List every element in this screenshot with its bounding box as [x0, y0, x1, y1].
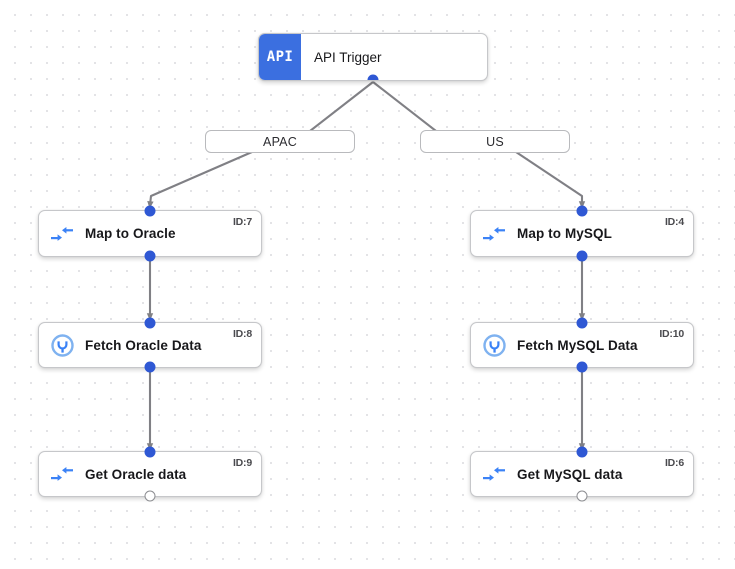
map-arrows-icon	[39, 226, 85, 242]
node-id-badge: ID:9	[232, 457, 252, 469]
node-id-badge: ID:7	[232, 216, 252, 228]
node-api-trigger[interactable]: API API Trigger	[258, 33, 488, 81]
plug-connector-icon	[39, 333, 85, 357]
node-label: Fetch MySQL Data	[517, 337, 638, 353]
node-label: API Trigger	[314, 49, 382, 65]
node-label: Map to MySQL	[517, 226, 612, 241]
output-port[interactable]	[576, 250, 588, 262]
node-map-to-mysql[interactable]: Map to MySQL ID:4	[470, 205, 694, 262]
map-arrows-icon	[471, 466, 517, 482]
branch-label-text: APAC	[263, 134, 297, 149]
branch-label-apac[interactable]: APAC	[205, 130, 355, 153]
output-port[interactable]	[576, 361, 588, 373]
node-id-badge: ID:10	[659, 328, 684, 340]
node-label: Get Oracle data	[85, 466, 187, 482]
branch-label-text: US	[486, 134, 504, 149]
node-label: Fetch Oracle Data	[85, 337, 202, 353]
plug-connector-icon	[471, 333, 517, 357]
node-map-to-oracle[interactable]: Map to Oracle ID:7	[38, 205, 262, 262]
node-label: Get MySQL data	[517, 466, 623, 482]
output-port[interactable]	[576, 490, 588, 502]
api-badge-text: API	[266, 49, 294, 65]
input-port[interactable]	[144, 317, 156, 329]
edge-trigger-apac	[309, 81, 374, 132]
node-id-badge: ID:6	[664, 457, 684, 469]
node-fetch-oracle-data[interactable]: Fetch Oracle Data ID:8	[38, 317, 262, 373]
node-label: Map to Oracle	[85, 226, 176, 241]
output-port[interactable]	[144, 490, 156, 502]
input-port[interactable]	[576, 205, 588, 217]
input-port[interactable]	[576, 446, 588, 458]
node-id-badge: ID:4	[664, 216, 684, 228]
edge-us-map-mysql	[515, 151, 586, 209]
edge-trigger-us	[372, 81, 437, 132]
output-port[interactable]	[144, 361, 156, 373]
edge-apac-map-oracle	[147, 151, 253, 209]
map-arrows-icon	[471, 226, 517, 242]
branch-label-us[interactable]: US	[420, 130, 570, 153]
node-get-mysql-data[interactable]: Get MySQL data ID:6	[470, 446, 694, 502]
node-get-oracle-data[interactable]: Get Oracle data ID:9	[38, 446, 262, 502]
output-port[interactable]	[367, 74, 379, 80]
api-badge-icon: API	[259, 34, 301, 80]
node-fetch-mysql-data[interactable]: Fetch MySQL Data ID:10	[470, 317, 694, 373]
map-arrows-icon	[39, 466, 85, 482]
input-port[interactable]	[144, 446, 156, 458]
input-port[interactable]	[576, 317, 588, 329]
input-port[interactable]	[144, 205, 156, 217]
output-port[interactable]	[144, 250, 156, 262]
node-id-badge: ID:8	[232, 328, 252, 340]
